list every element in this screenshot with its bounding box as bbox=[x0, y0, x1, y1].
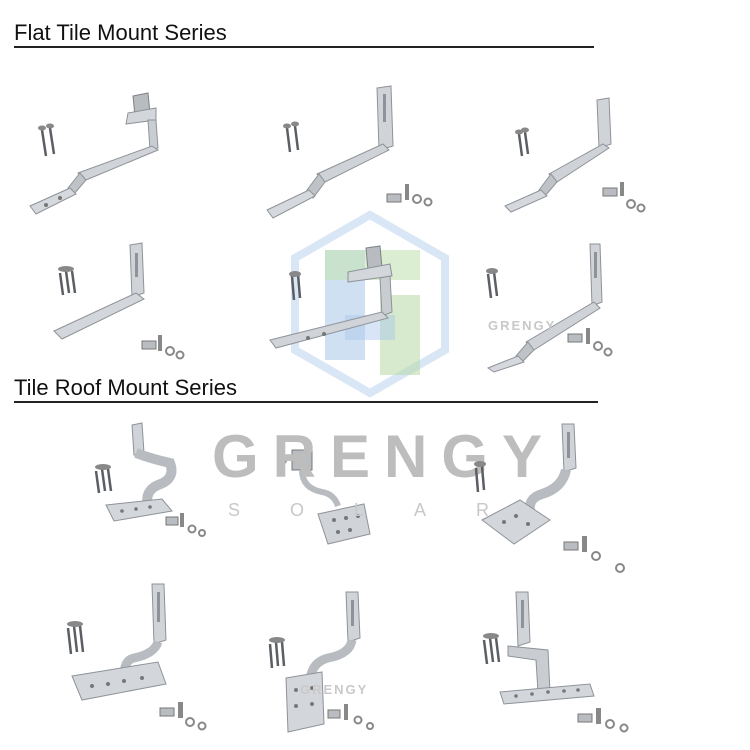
section-title-flat-tile: Flat Tile Mount Series bbox=[14, 20, 227, 45]
tile-roof-hook-1 bbox=[92, 422, 222, 548]
bolt-icon bbox=[268, 637, 286, 669]
bolt-icon bbox=[283, 121, 300, 153]
nut-icon bbox=[141, 335, 185, 360]
nut-icon bbox=[602, 182, 646, 213]
bolt-icon bbox=[289, 271, 302, 301]
flat-tile-hook-1 bbox=[28, 88, 178, 223]
bolt-icon bbox=[66, 621, 85, 655]
flat-tile-hook-3 bbox=[504, 97, 655, 218]
flat-tile-hook-2 bbox=[265, 85, 445, 226]
bolt-icon bbox=[486, 268, 499, 299]
bolt-icon bbox=[38, 123, 56, 157]
nut-icon bbox=[567, 328, 613, 357]
bolt-icon bbox=[94, 464, 113, 494]
bolt-icon bbox=[474, 461, 486, 493]
nut-icon bbox=[386, 184, 433, 207]
flat-tile-hook-6 bbox=[482, 243, 632, 374]
nut-icon bbox=[159, 702, 207, 731]
section-divider bbox=[14, 46, 594, 48]
nut-icon bbox=[577, 708, 629, 733]
tile-roof-hook-6 bbox=[478, 591, 638, 737]
tile-roof-hook-5 bbox=[262, 591, 402, 737]
bolt-icon bbox=[515, 127, 530, 157]
bolt-icon bbox=[482, 633, 501, 665]
tile-roof-hook-2 bbox=[268, 448, 378, 548]
flat-tile-hook-4 bbox=[52, 242, 202, 368]
flat-tile-hook-5 bbox=[268, 245, 408, 356]
tile-roof-hook-3 bbox=[472, 423, 632, 579]
nut-icon bbox=[165, 513, 206, 537]
nut-icon bbox=[327, 704, 374, 730]
tile-roof-hook-4 bbox=[62, 583, 212, 734]
section-title-tile-roof: Tile Roof Mount Series bbox=[14, 375, 237, 400]
bolt-icon bbox=[58, 266, 77, 296]
nut-icon bbox=[563, 536, 625, 573]
section-divider bbox=[14, 401, 598, 403]
